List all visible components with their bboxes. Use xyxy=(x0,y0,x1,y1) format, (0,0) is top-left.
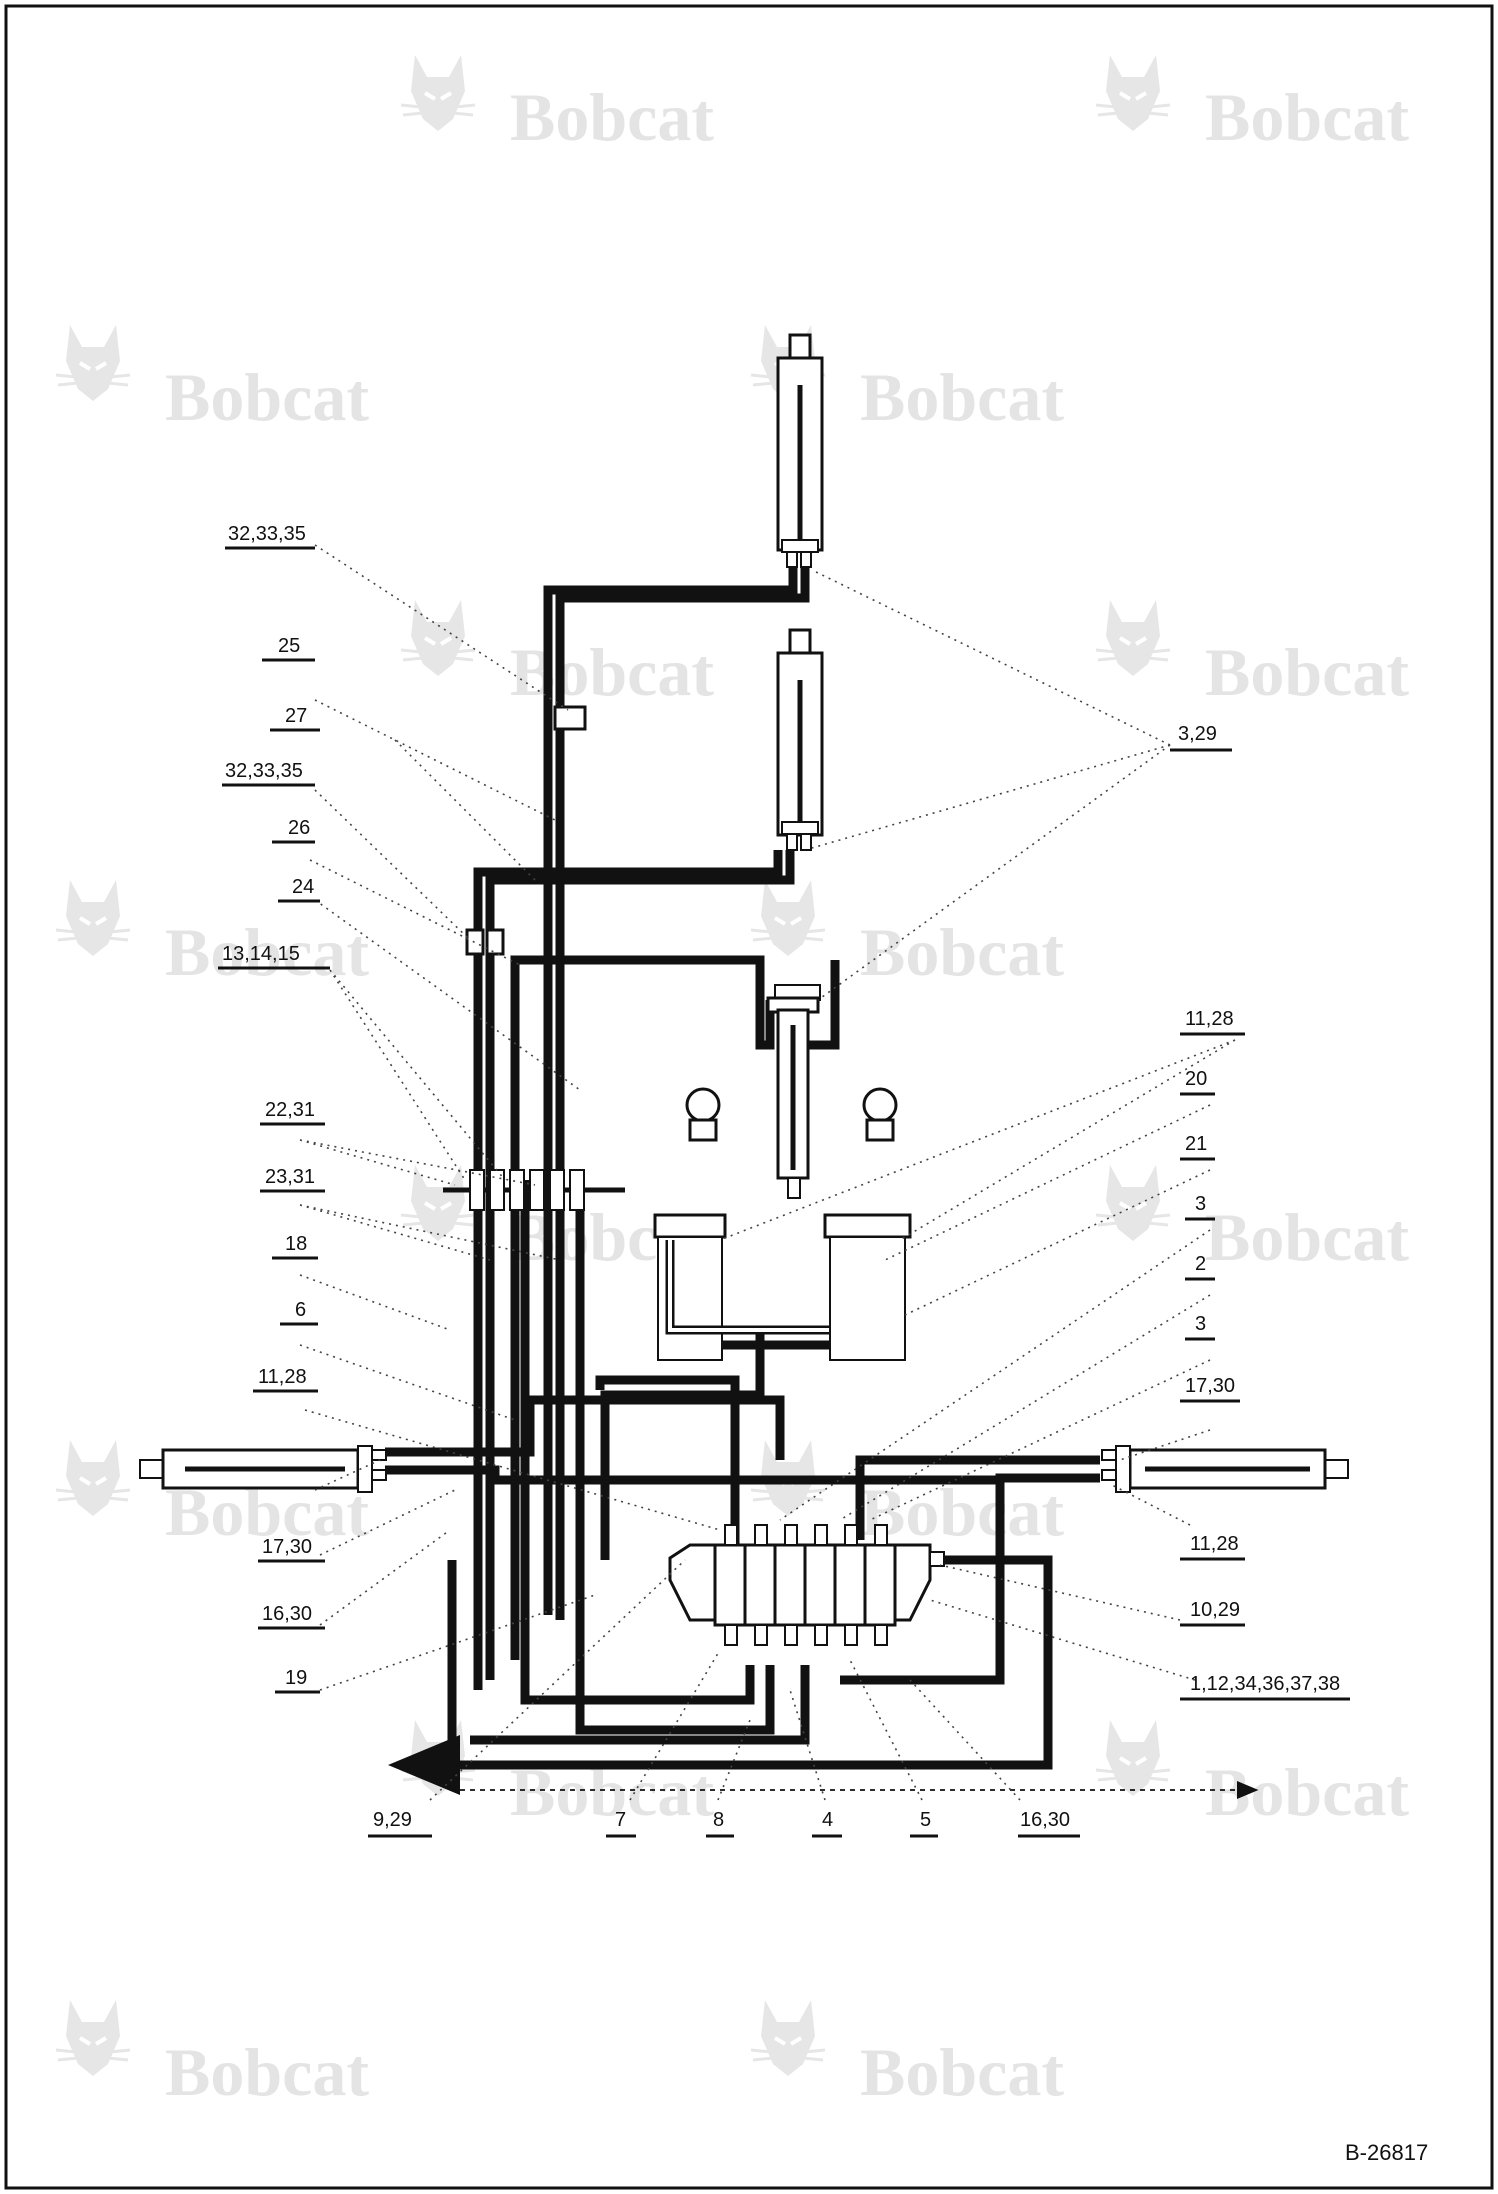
hydraulic-cylinder-right-horizontal xyxy=(1101,1445,1349,1493)
watermark-brand: Bobcat xyxy=(1205,1199,1409,1275)
callout-label: 4 xyxy=(822,1809,833,1831)
watermark-brand: Bobcat xyxy=(510,634,714,710)
lifting-bracket-right xyxy=(823,1087,912,1361)
bobcat-head-logo-icon xyxy=(1094,598,1172,678)
callout-label: 7 xyxy=(615,1809,626,1831)
callout-label: 13,14,15 xyxy=(222,943,300,965)
callout-label: 5 xyxy=(920,1809,931,1831)
watermark-brand: Bobcat xyxy=(510,79,714,155)
callout-label: 8 xyxy=(713,1809,724,1831)
bobcat-head-logo-icon xyxy=(399,1718,477,1798)
callout-label: 3,29 xyxy=(1178,723,1217,745)
callout-label: 32,33,35 xyxy=(228,523,306,545)
callout-label: 32,33,35 xyxy=(225,760,303,782)
callout-label: 18 xyxy=(285,1233,307,1255)
bobcat-head-logo-icon xyxy=(54,878,132,958)
callout-label: 17,30 xyxy=(1185,1375,1235,1397)
callout-label: 25 xyxy=(278,635,300,657)
bobcat-head-logo-icon xyxy=(1094,53,1172,133)
drawing-number: B-26817 xyxy=(1345,2140,1428,2165)
callout-label: 6 xyxy=(295,1299,306,1321)
callout-labels: 32,33,35 25 27 32,33,35 26 24 13,14,15 2… xyxy=(218,523,1350,1838)
bobcat-head-logo-icon xyxy=(399,598,477,678)
bobcat-head-logo-icon xyxy=(749,1998,827,2078)
hydraulic-cylinder-middle xyxy=(776,628,824,851)
hydraulic-cylinder-left-horizontal xyxy=(139,1445,387,1493)
watermark-brand: Bobcat xyxy=(165,914,369,990)
bobcat-head-logo-icon xyxy=(54,323,132,403)
bobcat-head-logo-icon xyxy=(749,878,827,958)
callout-label: 11,28 xyxy=(258,1366,307,1388)
callout-label: 21 xyxy=(1185,1133,1207,1155)
watermark-brand: Bobcat xyxy=(860,1474,1064,1550)
callout-label: 23,31 xyxy=(265,1166,315,1188)
watermark-brand: Bobcat xyxy=(1205,1754,1409,1830)
watermark-brand: Bobcat xyxy=(165,359,369,435)
callout-label: 11,28 xyxy=(1190,1533,1239,1555)
hose-clamp-block xyxy=(553,705,587,731)
callout-label: 17,30 xyxy=(262,1536,312,1558)
callout-label: 3 xyxy=(1195,1313,1206,1335)
watermark-brand: Bobcat xyxy=(860,2034,1064,2110)
watermark-brand: Bobcat xyxy=(860,914,1064,990)
lifting-bracket-left xyxy=(653,1087,870,1361)
callout-label: 9,29 xyxy=(373,1809,412,1831)
watermark-brand: Bobcat xyxy=(1205,79,1409,155)
hose-lines xyxy=(385,567,1100,1770)
callout-label: 20 xyxy=(1185,1068,1207,1090)
callout-label: 16,30 xyxy=(262,1603,312,1625)
callout-label: 16,30 xyxy=(1020,1809,1070,1831)
hose-clamp-block xyxy=(465,928,485,956)
callout-label: 27 xyxy=(285,705,307,727)
control-valve-bank xyxy=(668,1524,945,1646)
watermark-brand: Bobcat xyxy=(165,2034,369,2110)
watermark-brand: Bobcat xyxy=(1205,634,1409,710)
callout-label: 26 xyxy=(288,817,310,839)
hydraulic-cylinder-lower xyxy=(766,984,821,1199)
callout-label: 1,12,34,36,37,38 xyxy=(1190,1673,1340,1695)
callout-label: 11,28 xyxy=(1185,1008,1234,1030)
hydraulic-cylinder-top xyxy=(776,333,824,568)
bobcat-head-logo-icon xyxy=(1094,1718,1172,1798)
callout-label: 24 xyxy=(292,876,314,898)
callout-label: 10,29 xyxy=(1190,1599,1240,1621)
watermark-brand: Bobcat xyxy=(860,359,1064,435)
bobcat-head-logo-icon xyxy=(399,53,477,133)
callout-label: 22,31 xyxy=(265,1099,315,1121)
leader-lines xyxy=(299,544,1236,1801)
callout-label: 2 xyxy=(1195,1253,1206,1275)
bobcat-head-logo-icon xyxy=(1094,1163,1172,1243)
bobcat-head-logo-icon xyxy=(54,1438,132,1518)
bulkhead-fitting-plate xyxy=(443,1169,625,1211)
callout-label: 19 xyxy=(285,1667,307,1689)
callout-label: 3 xyxy=(1195,1193,1206,1215)
hose-clamp-block xyxy=(485,928,505,956)
bobcat-head-logo-icon xyxy=(399,1163,477,1243)
bobcat-head-logo-icon xyxy=(54,1998,132,2078)
drawing-frame xyxy=(4,4,1494,2190)
